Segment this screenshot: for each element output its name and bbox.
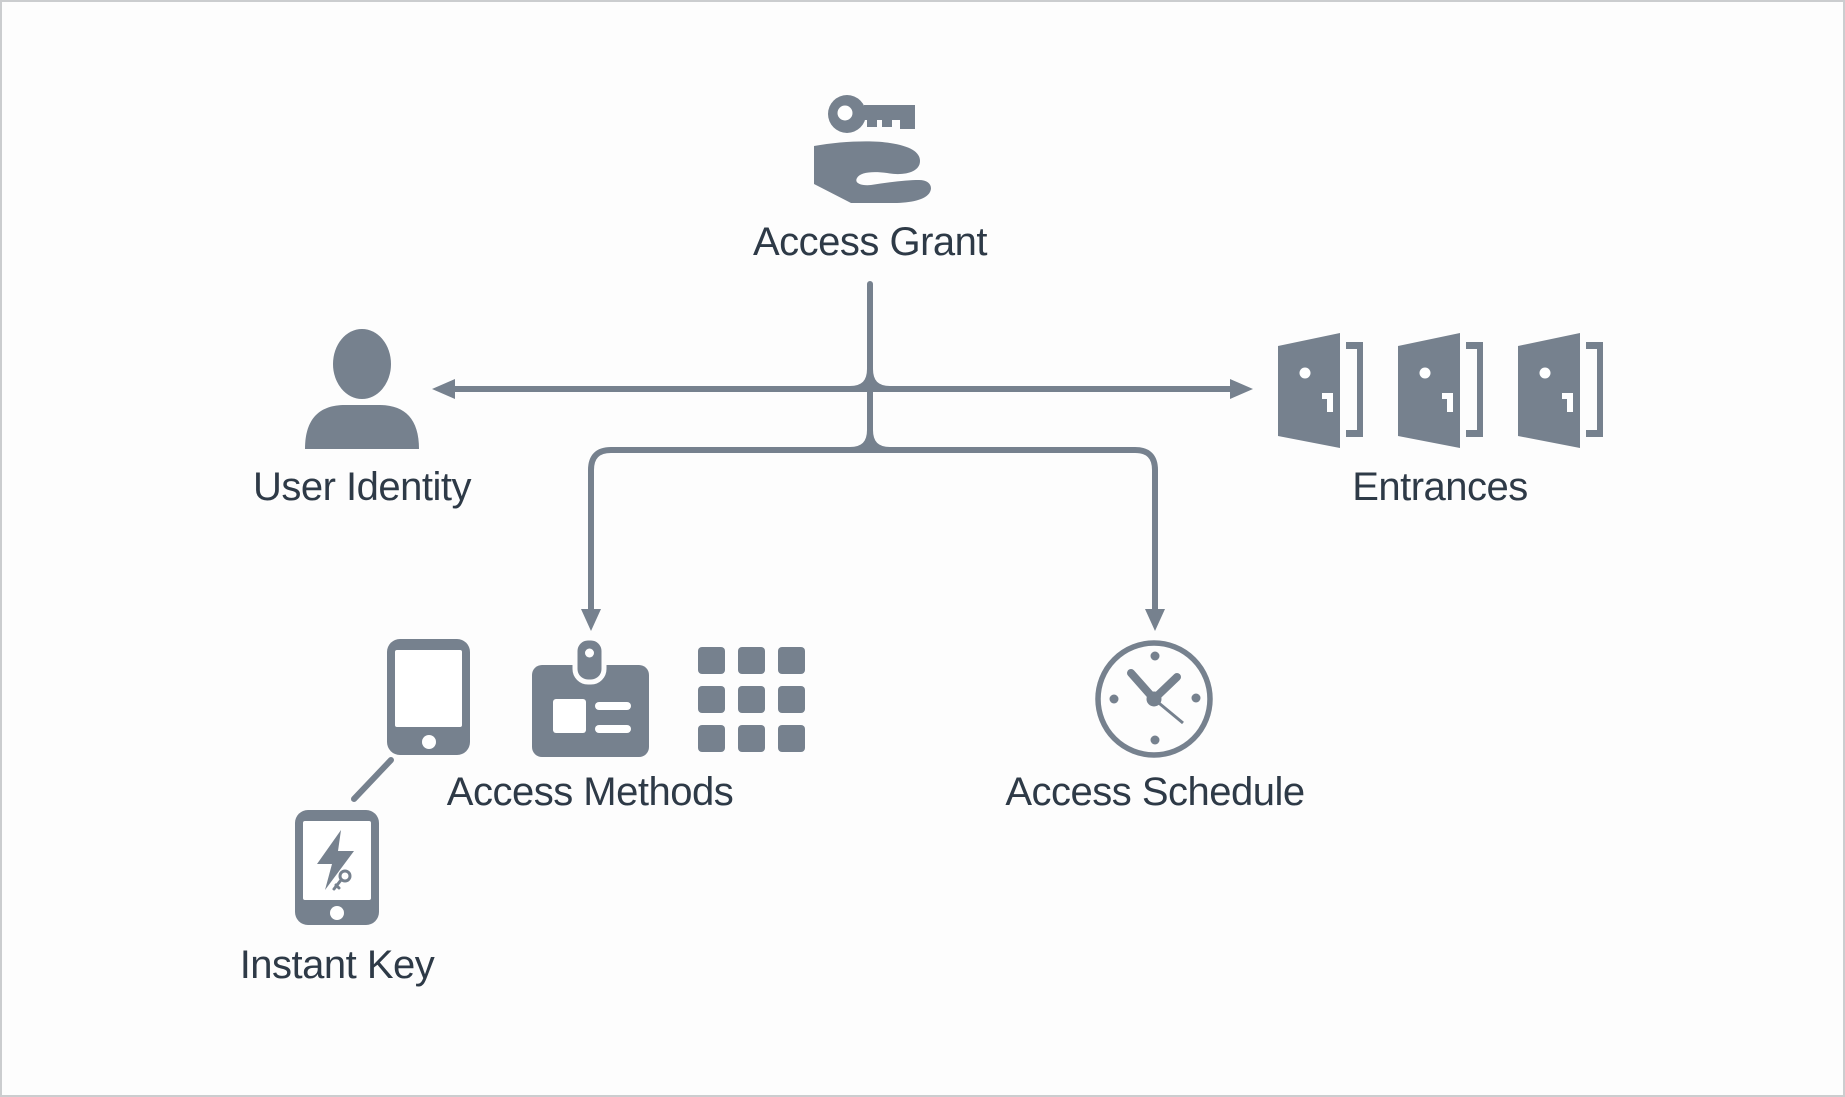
keypad-key xyxy=(778,647,805,674)
key-shaft xyxy=(864,105,915,129)
hand xyxy=(814,141,931,203)
badge-card xyxy=(532,665,649,757)
tablet-home-button xyxy=(422,735,436,749)
entrances-label: Entrances xyxy=(1352,465,1528,509)
clock-face xyxy=(1095,640,1213,758)
clock-hub xyxy=(1146,691,1162,707)
tiny-key-stem xyxy=(332,878,343,891)
keypad-key xyxy=(778,725,805,752)
badge-photo xyxy=(553,699,586,733)
arrowhead-to-access-schedule xyxy=(1145,609,1165,631)
instant-key-label: Instant Key xyxy=(239,943,435,987)
arrowhead-to-entrances xyxy=(1230,379,1253,399)
branch-line xyxy=(588,447,1158,612)
keypad-key xyxy=(738,686,765,713)
access-methods-label: Access Methods xyxy=(446,770,734,814)
badge-clip xyxy=(572,635,607,685)
clock-icon xyxy=(1095,640,1213,758)
badge-text-line xyxy=(595,725,631,733)
badge-text-line xyxy=(595,702,631,710)
keypad-key xyxy=(778,686,805,713)
keypad-key xyxy=(698,686,725,713)
keypad-key xyxy=(698,725,725,752)
keypad-icon xyxy=(698,647,805,752)
arrowhead-to-user-identity xyxy=(432,379,455,399)
door-icon xyxy=(1278,333,1363,448)
door-icon xyxy=(1518,333,1603,448)
keypad-key xyxy=(738,725,765,752)
phone-lightning-key-icon xyxy=(295,810,379,925)
arrowhead-to-access-methods xyxy=(581,609,601,631)
person-icon xyxy=(305,329,419,449)
connector-lines xyxy=(351,281,1235,802)
arrowheads xyxy=(432,379,1253,631)
door-icon xyxy=(1398,333,1483,448)
user-identity-label: User Identity xyxy=(252,465,472,509)
keypad-key xyxy=(738,647,765,674)
tablet-icon xyxy=(387,639,470,755)
tablet-screen xyxy=(395,650,462,727)
id-badge-icon xyxy=(532,635,649,757)
person-shoulders xyxy=(305,405,419,449)
phone-home-button xyxy=(330,906,344,920)
junction-fillets xyxy=(847,366,893,453)
tiny-key-bow xyxy=(338,869,352,883)
access-schedule-label: Access Schedule xyxy=(1005,770,1305,814)
lightning-bolt xyxy=(317,830,354,890)
access-grant-label: Access Grant xyxy=(752,220,988,264)
entrances-icon xyxy=(1278,333,1603,448)
hand-holding-key-icon xyxy=(814,95,931,203)
instant-key-connector xyxy=(351,757,394,802)
keypad-key xyxy=(698,647,725,674)
person-head xyxy=(333,329,391,399)
